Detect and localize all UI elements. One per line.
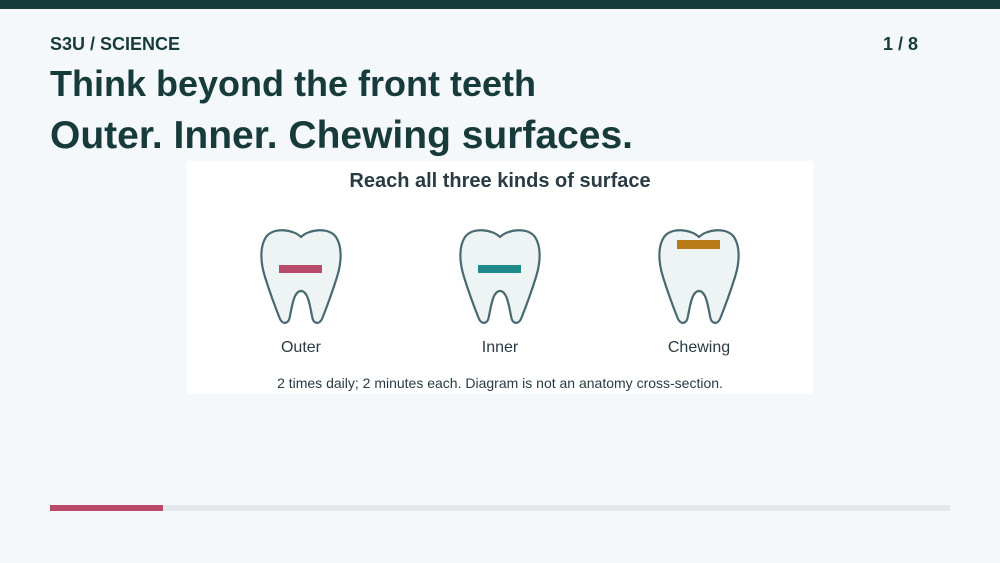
- progress-fill: [50, 505, 163, 511]
- tooth-chewing-icon: [657, 227, 741, 325]
- inner-surface-marker: [478, 265, 521, 273]
- top-bar: [0, 0, 1000, 9]
- page-subtitle: Outer. Inner. Chewing surfaces.: [50, 114, 634, 157]
- diagram-card: Reach all three kinds of surface Outer I…: [187, 161, 813, 394]
- tooth-label-inner: Inner: [481, 339, 519, 356]
- diagram-note: 2 times daily; 2 minutes each. Diagram i…: [277, 375, 723, 391]
- course-label: S3U / SCIENCE: [50, 34, 181, 54]
- tooth-label-chewing: Chewing: [667, 339, 731, 356]
- outer-surface-marker: [279, 265, 322, 273]
- chewing-surface-marker: [677, 240, 720, 249]
- tooth-inner-icon: [458, 227, 542, 325]
- progress-bar: [50, 505, 950, 511]
- diagram-heading: Reach all three kinds of surface: [349, 170, 651, 192]
- page-counter: 1 / 8: [882, 34, 918, 54]
- page-title: Think beyond the front teeth: [50, 63, 536, 104]
- tooth-label-outer: Outer: [280, 339, 321, 356]
- tooth-outer-icon: [259, 227, 343, 325]
